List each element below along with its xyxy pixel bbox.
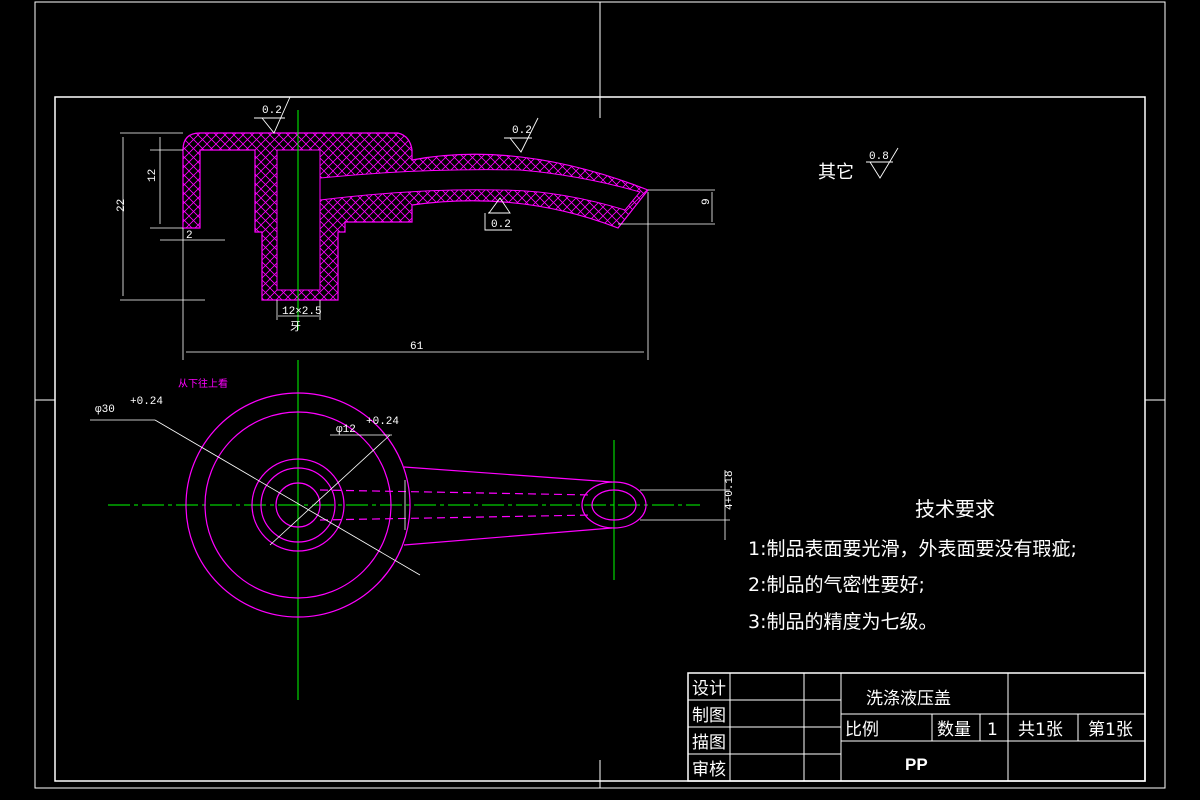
dim-61: 61 [410,341,424,353]
tech-req-item-2: 2:制品的气密性要好; [748,574,925,596]
roughness-other-value: 0.8 [869,151,889,163]
sheet-number: 第1张 [1088,720,1133,740]
role-drawing: 制图 [692,706,726,726]
qty-label: 数量 [937,720,971,740]
cap-section-body [182,132,649,301]
scale-label: 比例 [845,720,879,740]
role-review: 审核 [692,760,726,780]
dim-22: 22 [116,199,128,212]
sheet-frame [34,1,1166,789]
tech-req-item-3: 3:制品的精度为七级。 [748,611,938,633]
spout-channel [319,169,641,211]
bottom-view: φ30 +0.24 φ12 +0.24 4+0.18 从下往上看 [90,360,736,700]
title-block: 设计 制图 描图 审核 洗涤液压盖 比例 数量 1 共1张 第1张 PP [687,672,1146,782]
dim-thread: 12×2.5 [282,306,322,318]
tech-req-item-1: 1:制品表面要光滑，外表面要没有瑕疵; [748,538,1077,560]
qty-value: 1 [987,720,998,740]
view-note: 从下往上看 [178,377,228,390]
dim-9: 9 [701,198,713,205]
dim-thread-note: 牙 [290,321,301,334]
role-design: 设计 [692,679,726,699]
dim-inner-dia-tol: +0.24 [366,416,399,428]
technical-requirements: 技术要求 1:制品表面要光滑，外表面要没有瑕疵; 2:制品的气密性要好; 3:制… [748,497,1077,633]
dim-12: 12 [147,169,159,182]
dim-2: 2 [186,230,193,242]
dim-outer-dia: φ30 [95,404,115,416]
dim-inner-dia: φ12 [336,424,356,436]
material: PP [905,755,928,774]
roughness-other-label: 其它 [818,162,854,183]
role-tracing: 描图 [692,733,726,753]
dim-outer-dia-tol: +0.24 [130,396,163,408]
roughness-spout-lower: 0.2 [491,219,511,231]
roughness-top: 0.2 [262,105,282,117]
total-sheets: 共1张 [1018,720,1063,740]
section-view: 22 12 2 12×2.5 牙 61 9 0.2 0.2 0.2 其它 0.8 [116,96,899,360]
roughness-spout-upper: 0.2 [512,125,532,137]
part-name: 洗涤液压盖 [866,689,951,709]
dim-tip: 4+0.18 [724,470,736,510]
tech-req-title: 技术要求 [915,497,995,521]
